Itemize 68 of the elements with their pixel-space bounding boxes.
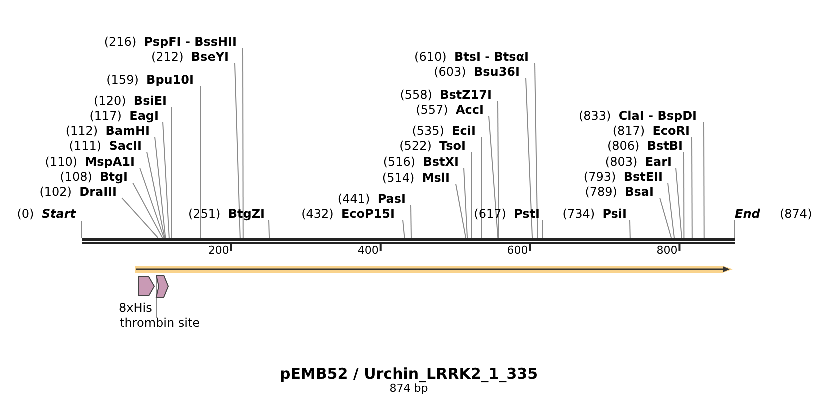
leader-line	[456, 184, 467, 238]
leader-line	[171, 106, 172, 238]
tick-label: 400	[358, 245, 379, 257]
site-label: (102) DraIII	[40, 185, 117, 199]
site-label: (110) MspA1I	[45, 155, 135, 169]
site-label: (441) PasI	[338, 192, 406, 206]
leader-line	[162, 122, 170, 238]
tick-label: 800	[656, 245, 678, 257]
site-label: End (874)	[735, 207, 812, 221]
leader-line	[704, 122, 705, 238]
leader-line	[488, 116, 499, 238]
leader-line	[668, 182, 675, 238]
site-label: (793) BstEII	[584, 170, 663, 184]
leader-line	[234, 62, 241, 238]
leader-line	[242, 48, 244, 238]
site-label: (514) MslI	[382, 171, 450, 185]
leader-line	[534, 62, 538, 238]
site-label: (734) PsiI	[562, 207, 627, 221]
leader-line	[146, 152, 166, 238]
tick-label: 600	[507, 245, 528, 257]
site-label: (603) Bsu36I	[434, 65, 520, 79]
site-label: (120) BsiEI	[94, 94, 167, 108]
leader-line	[676, 168, 682, 238]
site-label: (803) EarI	[605, 155, 672, 169]
leader-line	[498, 100, 500, 238]
leader-line	[132, 182, 164, 238]
map-title: pEMB52 / Urchin_LRRK2_1_335	[278, 365, 540, 383]
feature-label: thrombin site	[120, 316, 200, 330]
leader-line	[481, 136, 482, 238]
leader-line	[660, 198, 672, 238]
site-label: (112) BamHI	[66, 124, 150, 138]
site-label: (535) EciI	[412, 124, 476, 138]
leader-line	[200, 86, 202, 238]
feature-label: 8xHis	[119, 301, 152, 315]
site-label: (558) BstZ17I	[400, 88, 492, 102]
site-label: (0) Start	[17, 207, 76, 221]
site-label: (789) BsaI	[585, 185, 654, 199]
site-label: (806) BstBI	[607, 139, 683, 153]
site-label: (432) EcoP15I	[302, 207, 395, 221]
site-label: (251) BtgZI	[188, 207, 265, 221]
site-label: (108) BtgI	[60, 170, 128, 184]
sequence-length: 874 bp	[390, 382, 428, 395]
leader-line	[402, 220, 406, 238]
site-label: (557) AccI	[416, 103, 484, 117]
leader-line	[410, 204, 412, 238]
leader-line	[154, 136, 166, 238]
site-label: (212) BseYI	[151, 50, 229, 64]
site-label: (522) TsoI	[400, 139, 466, 153]
site-label: (216) PspFI - BssHII	[104, 35, 237, 49]
tick-label: 200	[208, 245, 230, 257]
leader-line	[122, 198, 159, 238]
leader-line	[630, 220, 631, 238]
leader-line	[734, 220, 736, 238]
leader-line	[542, 220, 544, 238]
leader-line	[526, 78, 534, 238]
leader-line	[684, 152, 685, 238]
leader-line	[140, 168, 165, 238]
leader-line	[692, 136, 693, 238]
site-label: (617) PstI	[474, 207, 540, 221]
leader-line	[268, 220, 270, 238]
site-label: (833) ClaI - BspDI	[578, 109, 697, 123]
leader-line	[464, 168, 468, 238]
site-label: (159) Bpu10I	[106, 73, 194, 87]
site-label: (817) EcoRI	[612, 124, 690, 138]
site-label: (610) BtsI - BtsαI	[414, 50, 529, 64]
site-label: (516) BstXI	[383, 155, 459, 169]
site-label: (117) EagI	[90, 109, 159, 123]
site-label: (111) SacII	[69, 139, 142, 153]
